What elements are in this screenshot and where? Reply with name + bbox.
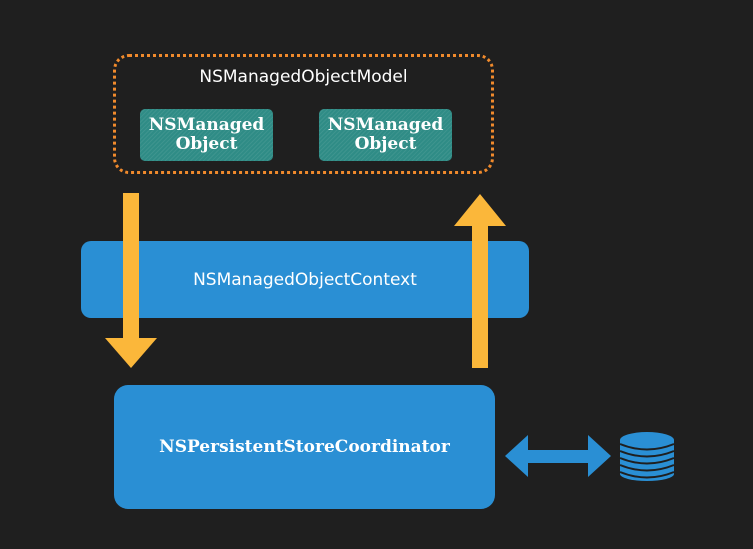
managed-object-box: NSManaged Object xyxy=(319,109,452,161)
down-arrow-icon xyxy=(105,193,157,368)
double-arrow-icon xyxy=(505,435,611,477)
managed-object-box: NSManaged Object xyxy=(140,109,273,161)
up-arrow-icon xyxy=(454,194,506,368)
database-icon xyxy=(619,432,675,481)
persistent-store-coordinator-box: NSPersistentStoreCoordinator xyxy=(114,385,495,509)
managed-object-context-box: NSManagedObjectContext xyxy=(81,241,529,318)
model-title: NSManagedObjectModel xyxy=(199,67,408,87)
managed-object-model-group: NSManagedObjectModel NSManaged Object NS… xyxy=(113,54,494,174)
